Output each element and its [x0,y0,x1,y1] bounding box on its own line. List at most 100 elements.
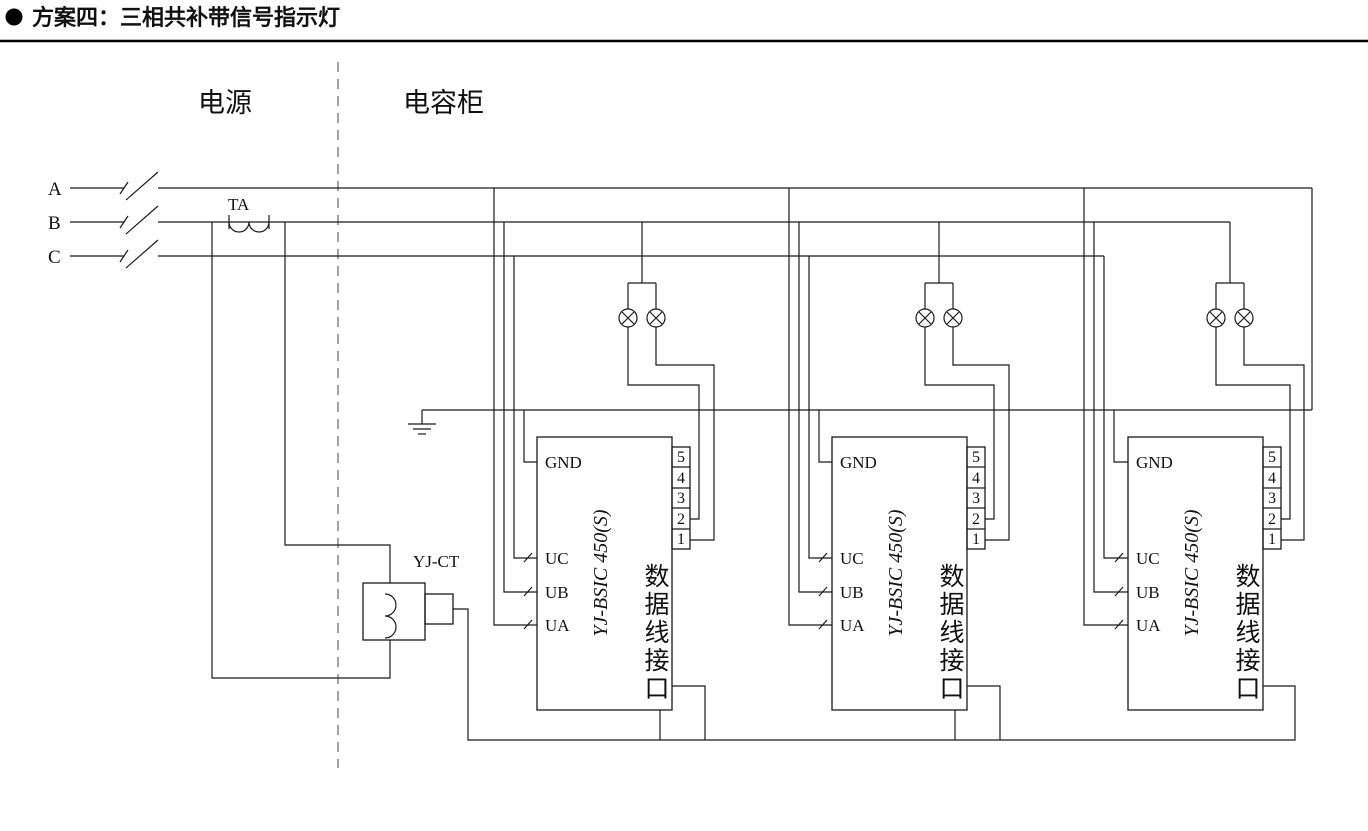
data-port-label: 数据线接口 [939,563,964,703]
lamp-cross-icon [1209,311,1223,325]
wire-segment [503,222,537,593]
pin-dividers [672,466,690,530]
gnd-riser [1113,410,1128,463]
lamp-cross-icon [621,311,635,325]
pin-1-label: 1 [972,531,980,548]
wire-segment [808,256,832,559]
gnd-riser [523,410,537,463]
lamp-return-wire [627,327,700,520]
pin-4-label: 4 [677,470,685,487]
pin-4-label: 4 [1268,470,1276,487]
pin-2-label: 2 [1268,511,1276,528]
pin-dividers [967,466,985,530]
ub-terminal-label: UB [545,583,569,602]
title-bar: 方案四：三相共补带信号指示灯 [0,5,1368,43]
phase-c-label: C [48,247,61,268]
data-wire [453,608,1296,741]
pin-3-label: 3 [1268,490,1276,507]
ct-secondary-wire [211,222,391,679]
power-region-label: 电源 [198,88,252,118]
wire-segment [798,222,832,593]
ua-terminal-label: UA [545,616,570,635]
lamp-return-wire [952,327,1010,541]
uc-terminal-label: UC [1136,549,1160,568]
lamp-cross-icon [649,311,663,325]
pin-strip [1262,446,1282,550]
pin-5-label: 5 [677,449,685,466]
data-line-bus [453,608,1296,741]
ta-label: TA [228,195,250,214]
phase-c-wiring [70,239,1128,559]
lamp-return-wire [1215,327,1291,520]
pin-5-label: 5 [972,449,980,466]
lamp-return-wire [924,327,995,520]
module-body [536,436,673,711]
wire-segment [493,188,537,626]
controller-module-1: 5 4 3 2 1 GND UC UB UA YJ-BSIC 450(S) 数据… [523,436,691,711]
controller-module-2: 5 4 3 2 1 GND UC UB UA YJ-BSIC 450(S) 数据… [818,436,986,711]
ub-terminal-label: UB [840,583,864,602]
gnd-terminal-label: GND [1136,453,1173,472]
ub-terminal-label: UB [1136,583,1160,602]
phase-b-wiring [70,205,1230,593]
pin-3-label: 3 [972,490,980,507]
wire-segment [788,188,832,626]
lamp-return-wire [1243,327,1305,541]
gnd-terminal-label: GND [545,453,582,472]
wire-segment [513,256,537,559]
wire-segment [1103,256,1128,559]
gnd-riser [818,410,832,463]
pin-strip [671,446,691,550]
lamp-circuit-2 [915,222,1010,541]
data-wire [967,685,1001,740]
terminal-ticks [523,552,533,630]
uc-terminal-label: UC [545,549,569,568]
pin-1-label: 1 [677,531,685,548]
lamp-circuit-1 [618,222,715,541]
pin-1-label: 1 [1268,531,1276,548]
phase-a-wiring [70,171,1313,626]
lamp-stem [1215,283,1245,309]
pin-dividers [1263,466,1281,530]
bullet-icon [5,8,23,26]
pin-strip [966,446,986,550]
data-port-label: 数据线接口 [644,563,669,703]
lamp-stem [627,283,657,309]
page-title: 方案四：三相共补带信号指示灯 [32,5,340,30]
lamp-stem [924,283,954,309]
terminal-ticks [818,552,828,630]
gnd-terminal-label: GND [840,453,877,472]
module-model-label: YJ-BSIC 450(S) [885,509,907,637]
yjct-connector [424,593,454,625]
cabinet-region-label: 电容柜 [403,88,484,118]
pin-2-label: 2 [677,511,685,528]
pin-3-label: 3 [677,490,685,507]
module-model-label: YJ-BSIC 450(S) [1181,509,1203,637]
ta-current-transformer: TA [211,195,391,679]
data-port-label: 数据线接口 [1235,563,1260,703]
yjct-winding-icon [384,593,397,639]
phase-b-label: B [48,213,61,234]
pin-5-label: 5 [1268,449,1276,466]
switch-b-blade [125,205,159,235]
lamp-cross-icon [918,311,932,325]
ua-terminal-label: UA [1136,616,1161,635]
module-model-label: YJ-BSIC 450(S) [590,509,612,637]
yjct-label: YJ-CT [413,552,460,571]
terminal-ticks [1114,552,1124,630]
wire-segment [1093,222,1128,593]
yjct-sensor: YJ-CT [362,552,460,641]
pin-4-label: 4 [972,470,980,487]
ct-secondary-wire [284,222,391,583]
phase-a-label: A [48,179,62,200]
lamp-return-wire [655,327,715,541]
module-body [831,436,968,711]
lamp-cross-icon [946,311,960,325]
data-wire [672,685,706,740]
uc-terminal-label: UC [840,549,864,568]
ct-winding-icon [228,221,270,233]
switch-a-tick [119,181,129,195]
controller-module-3: 5 4 3 2 1 GND UC UB UA YJ-BSIC 450(S) 数据… [1114,436,1282,711]
ground-bus [408,409,1312,463]
